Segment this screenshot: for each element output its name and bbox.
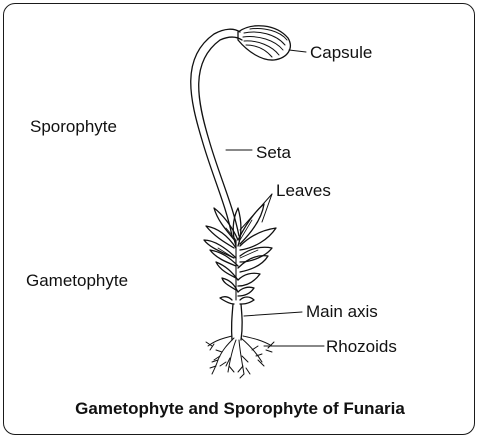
leaves-leader-line-1: [239, 193, 273, 231]
rhizoids: [205, 335, 275, 379]
diagram-title: Gametophyte and Sporophyte of Funaria: [75, 399, 405, 418]
leaves-leader-line-2: [261, 193, 273, 223]
label-main-axis: Main axis: [306, 302, 378, 321]
diagram-frame: [3, 3, 475, 435]
label-seta: Seta: [256, 143, 291, 162]
label-capsule: Capsule: [310, 43, 373, 62]
label-sporophyte: Sporophyte: [30, 117, 117, 136]
seta-stalk: [190, 28, 241, 237]
capsule: [237, 25, 291, 61]
main-axis: [230, 303, 243, 341]
main-axis-leader-line: [243, 311, 303, 317]
label-leaves: Leaves: [276, 181, 331, 200]
capsule-leader-line: [288, 49, 307, 53]
label-rhizoids: Rhozoids: [326, 337, 397, 356]
leafy-shoot: [203, 203, 277, 305]
seta-stalk-inner: [198, 36, 243, 237]
label-gametophyte: Gametophyte: [26, 271, 129, 290]
